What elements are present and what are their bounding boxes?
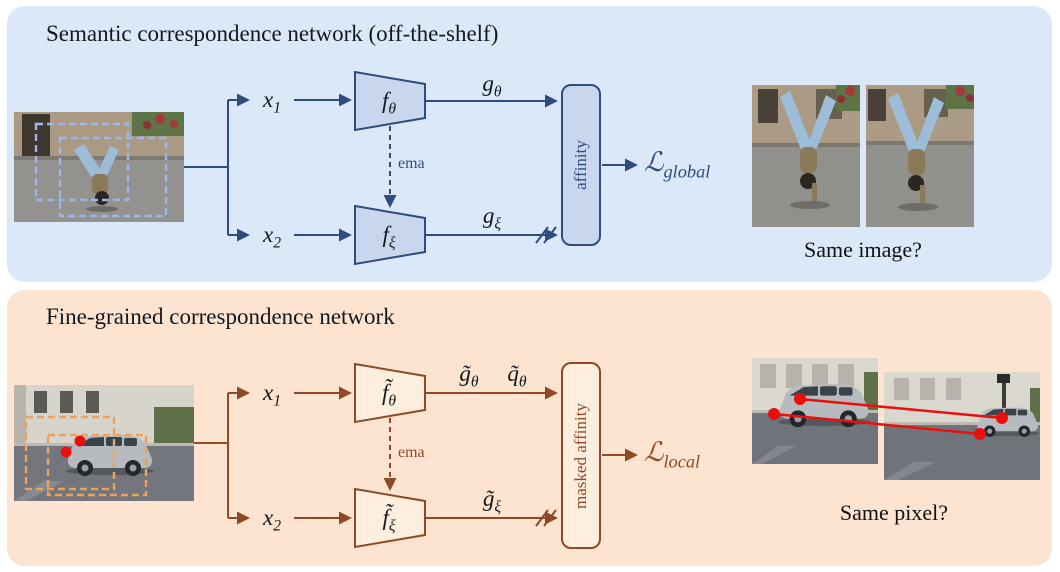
local-loss-label: ℒlocal <box>644 437 700 472</box>
encoder-target-label-semantic: fξ <box>357 218 421 252</box>
affinity-label: affinity <box>562 85 600 245</box>
result-image-car-2 <box>884 372 1040 480</box>
x1-label-semantic: x1 <box>252 86 292 117</box>
car-scene <box>14 385 194 501</box>
f-tilde-sub: ξ <box>388 517 396 535</box>
feat-online-label-semantic: gθ <box>468 70 516 101</box>
crop-box-2 <box>58 136 168 218</box>
crop-box-1 <box>34 122 130 202</box>
q-tilde-base: q̃ <box>507 361 519 386</box>
g-tilde-base: g̃ <box>459 361 471 386</box>
result-image-car-1 <box>752 358 878 464</box>
g-tilde-base: g̃ <box>482 486 495 511</box>
acrobat-scene-large-2 <box>866 85 974 227</box>
x2-sub: 2 <box>273 517 282 535</box>
x2-base: x <box>262 222 274 247</box>
encoder-online-label-finegrained: f̃θ <box>357 376 421 410</box>
acrobat-person <box>888 93 944 211</box>
feat-target-label-finegrained: g̃ξ <box>468 485 516 516</box>
global-loss-label: ℒglobal <box>644 147 710 182</box>
masked-affinity-label: masked affinity <box>562 363 600 548</box>
x1-sub: 1 <box>273 392 282 410</box>
x1-sub: 1 <box>273 99 282 117</box>
ema-label-semantic: ema <box>398 155 425 172</box>
car-scene-right-2 <box>884 372 1040 480</box>
acrobat-scene <box>14 112 184 222</box>
g-sub: θ <box>493 83 502 101</box>
result-image-acrobat-1 <box>752 85 860 227</box>
acrobat-scene-large-1 <box>752 85 860 227</box>
x2-label-finegrained: x2 <box>252 504 292 535</box>
query-online-label-finegrained: q̃θ <box>494 360 540 391</box>
finegrained-caption: Same pixel? <box>839 500 949 525</box>
crop-box-2 <box>46 433 148 497</box>
g-tilde-sub: θ <box>470 373 479 391</box>
loss-sub: local <box>663 451 701 472</box>
finegrained-panel-title: Fine-grained correspondence network <box>46 304 395 329</box>
x1-label-finegrained: x1 <box>252 379 292 410</box>
loss-base: ℒ <box>644 147 664 177</box>
masked-affinity-text: masked affinity <box>571 402 591 509</box>
semantic-caption: Same image? <box>804 237 922 262</box>
x2-base: x <box>262 505 274 530</box>
bushes <box>154 407 194 443</box>
loss-sub: global <box>663 161 711 182</box>
acrobat-person <box>780 91 836 209</box>
encoder-online-label-semantic: fθ <box>357 84 421 118</box>
g-base: g <box>482 203 495 228</box>
feat-target-label-semantic: gξ <box>468 202 516 233</box>
f-sub: ξ <box>388 234 396 252</box>
acrobat-person <box>74 144 119 212</box>
g-base: g <box>482 71 494 96</box>
ema-label-finegrained: ema <box>398 444 425 461</box>
f-tilde-sub: θ <box>388 392 397 410</box>
g-sub: ξ <box>494 215 502 233</box>
feat-online-label-finegrained: g̃θ <box>446 360 492 391</box>
q-tilde-sub: θ <box>518 373 527 391</box>
car <box>976 407 1040 437</box>
semantic-panel-title: Semantic correspondence network (off-the… <box>46 21 499 46</box>
affinity-text: affinity <box>571 140 591 190</box>
g-tilde-sub: ξ <box>494 498 502 516</box>
car <box>66 435 154 476</box>
result-image-acrobat-2 <box>866 85 974 227</box>
f-sub: θ <box>388 100 397 118</box>
encoder-target-label-finegrained: f̃ξ <box>357 501 421 535</box>
car <box>778 384 871 428</box>
loss-base: ℒ <box>644 437 664 467</box>
x2-sub: 2 <box>273 234 282 252</box>
x1-base: x <box>262 380 274 405</box>
input-image-acrobat <box>14 112 184 222</box>
crop-box-1 <box>24 415 116 491</box>
input-image-car <box>14 385 194 501</box>
x2-label-semantic: x2 <box>252 221 292 252</box>
pole <box>1002 376 1006 422</box>
x1-base: x <box>262 87 274 112</box>
car-scene-right-1 <box>752 358 878 464</box>
